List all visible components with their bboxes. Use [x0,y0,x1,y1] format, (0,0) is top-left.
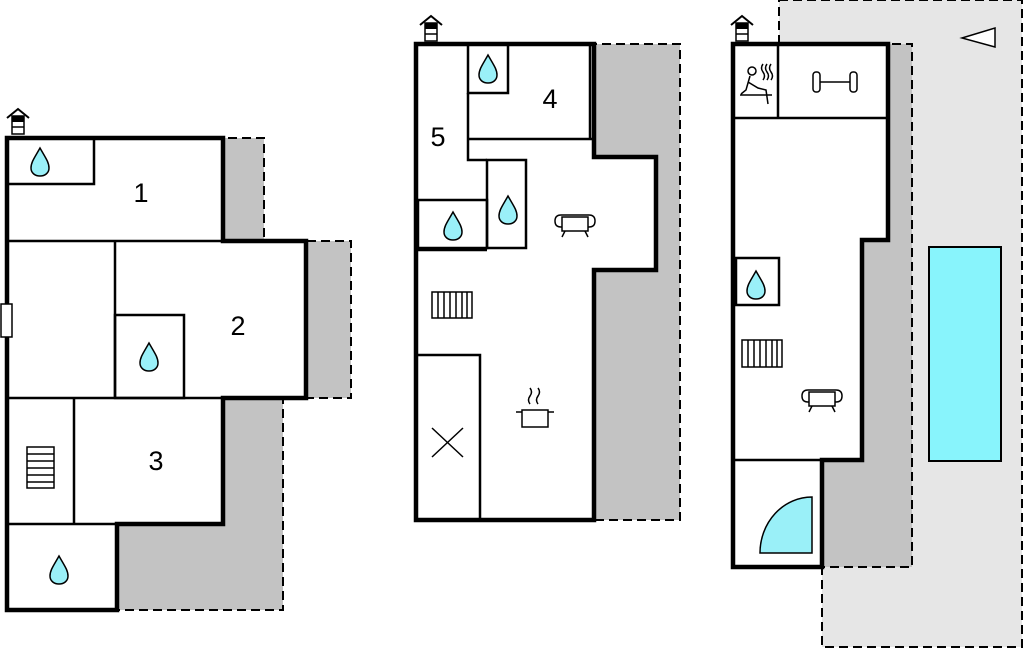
pool [928,246,1002,462]
entrance-icon [6,108,30,135]
room-label: 4 [542,84,557,114]
interior-walls [416,42,594,520]
stairs-icon [26,446,55,489]
room-label: 5 [430,122,445,152]
door [0,303,13,338]
fitness-icon [812,71,858,93]
floor-1: 1 2 3 [0,108,352,613]
room-label: 1 [133,178,148,208]
entrance-icon [730,15,754,42]
floor-2: 4 5 [413,15,681,523]
building-outline [730,41,891,570]
room-label: 2 [230,311,245,341]
floor-3 [730,0,1023,648]
stairs-icon [431,291,473,319]
void-icon [431,427,464,458]
building-outline [413,41,659,523]
stairs-icon [741,339,783,368]
entrance-icon [419,15,443,42]
sauna-icon [740,63,774,105]
shower-icon [759,496,813,554]
interior-walls [7,138,223,526]
interior-walls [733,44,888,462]
room-label: 3 [148,446,163,476]
north-arrow-icon [959,26,996,48]
kitchen-icon [516,387,554,428]
